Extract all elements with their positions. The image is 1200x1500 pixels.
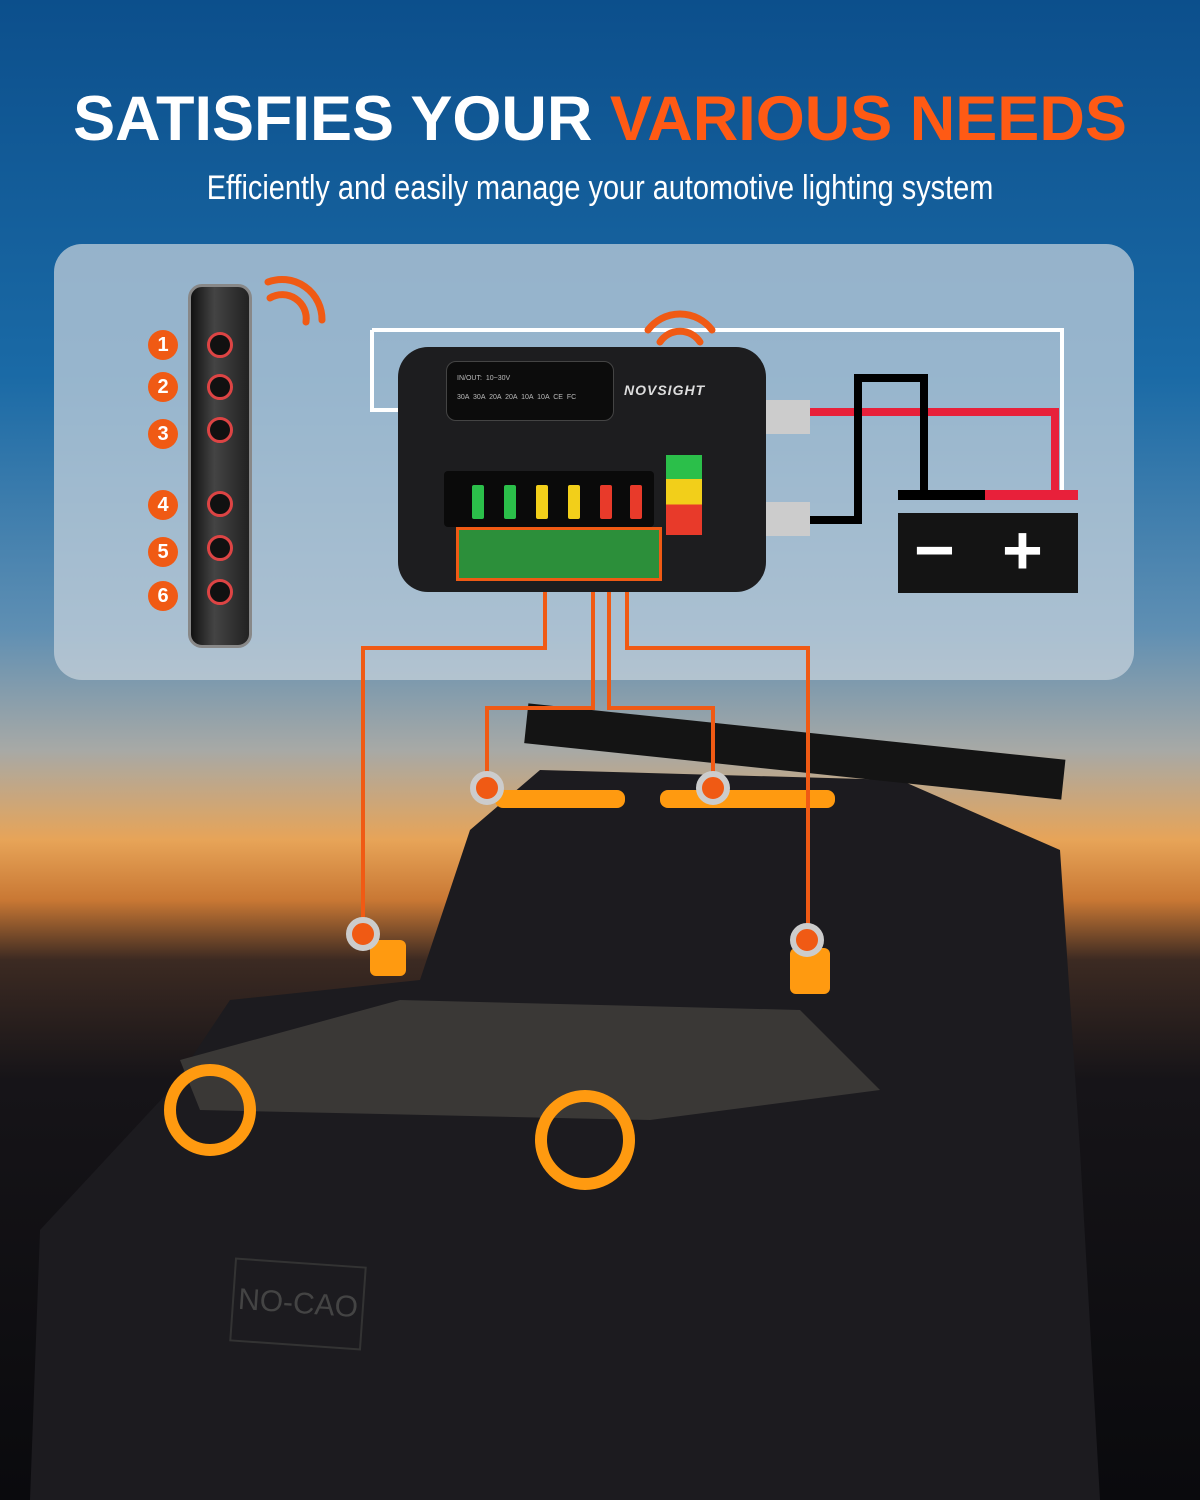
channel-number: 5 bbox=[148, 537, 178, 567]
fuse bbox=[536, 485, 548, 519]
switch-button-3[interactable] bbox=[207, 417, 233, 443]
fuse bbox=[600, 485, 612, 519]
battery-plus: + bbox=[1002, 511, 1043, 589]
channel-number: 3 bbox=[148, 419, 178, 449]
title-white: SATISFIES YOUR bbox=[73, 84, 593, 154]
battery-minus: − bbox=[914, 511, 955, 589]
channel-number: 4 bbox=[148, 490, 178, 520]
control-box: IN/OUT: 10~30V 30A 30A 20A 20A 10A 10A C… bbox=[398, 347, 766, 592]
fuse bbox=[568, 485, 580, 519]
channel-number: 6 bbox=[148, 581, 178, 611]
switch-button-5[interactable] bbox=[207, 535, 233, 561]
headlight-left bbox=[164, 1064, 256, 1156]
channel-number: 1 bbox=[148, 330, 178, 360]
rating: 20A bbox=[505, 394, 518, 401]
switch-button-1[interactable] bbox=[207, 332, 233, 358]
rating: 20A bbox=[489, 394, 502, 401]
fuse bbox=[504, 485, 516, 519]
spec-label: IN/OUT: 10~30V 30A 30A 20A 20A 10A 10A C… bbox=[446, 361, 614, 421]
rating: 30A bbox=[457, 394, 470, 401]
headlight-right bbox=[535, 1090, 635, 1190]
pod-light-right bbox=[790, 948, 830, 994]
fuse bbox=[472, 485, 484, 519]
switch-button-2[interactable] bbox=[207, 374, 233, 400]
rating: 10A bbox=[537, 394, 550, 401]
pod-light-left bbox=[370, 940, 406, 976]
output-terminal-block bbox=[456, 527, 662, 581]
license-plate: NO-CAO bbox=[229, 1257, 367, 1351]
switch-button-4[interactable] bbox=[207, 491, 233, 517]
title-accent: VARIOUS NEEDS bbox=[609, 84, 1127, 154]
brand-logo: NOVSIGHT bbox=[624, 382, 706, 398]
switch-panel-remote bbox=[188, 284, 252, 648]
status-leds bbox=[666, 455, 702, 535]
battery: − + bbox=[898, 511, 1078, 593]
page-title: SATISFIES YOUR VARIOUS NEEDS bbox=[0, 84, 1200, 154]
switch-button-6[interactable] bbox=[207, 579, 233, 605]
rating: 10A bbox=[521, 394, 534, 401]
subtitle: Efficiently and easily manage your autom… bbox=[206, 169, 994, 207]
fuse bbox=[630, 485, 642, 519]
certifications: CE FC bbox=[553, 394, 577, 401]
wireless-icon bbox=[264, 275, 716, 346]
fuse-block bbox=[444, 471, 654, 527]
spec-voltage: IN/OUT: 10~30V bbox=[457, 375, 511, 382]
rating: 30A bbox=[473, 394, 486, 401]
light-bar-left bbox=[495, 790, 625, 808]
channel-number: 2 bbox=[148, 372, 178, 402]
